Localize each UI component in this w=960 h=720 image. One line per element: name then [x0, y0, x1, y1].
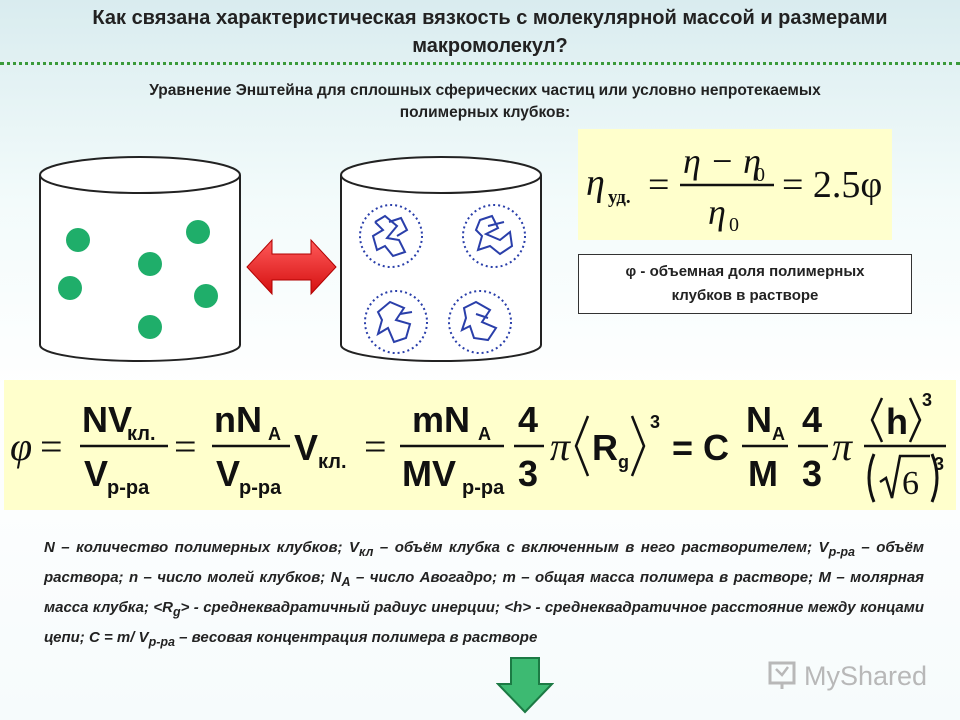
volume-fraction-formula: φ = NV кл. V р-ра = nN A V р-ра V кл. = … [10, 390, 946, 503]
solid-particle [194, 284, 218, 308]
cylinders-illustration [39, 156, 542, 362]
angle-bracket-right-1 [630, 415, 646, 477]
legend-text: N – количество полимерных клубков; V [44, 539, 359, 556]
paren-left [867, 453, 876, 503]
legend-text: – весовая концентрация полимера в раство… [174, 629, 538, 646]
mv-denominator: MV [402, 453, 456, 494]
einstein-subtitle: Уравнение Энштейна для сплошных сферичес… [60, 80, 910, 124]
a-subscript-3: A [772, 424, 785, 444]
g-subscript: g [618, 452, 629, 472]
nna-numerator: nN [214, 399, 262, 440]
down-arrow-icon[interactable] [496, 656, 554, 716]
solid-particle [66, 228, 90, 252]
c-term: = C [672, 427, 729, 468]
paren-right [930, 453, 939, 503]
legend-subscript: g [172, 605, 181, 619]
rra-subscript-1: р-ра [107, 477, 150, 499]
angle-bracket-right-2 [908, 397, 922, 443]
rra-subscript-3: р-ра [462, 477, 505, 499]
presentation-icon [768, 661, 796, 689]
formula-result: = 2.5φ [782, 164, 882, 206]
denominator: η [708, 192, 726, 232]
watermark-text: MyShared [804, 660, 928, 691]
title-line-1: Как связана характеристическая вязкость … [92, 7, 888, 29]
six-under-root: 6 [902, 465, 919, 502]
phi-note-line-2: клубков в растворе [671, 287, 819, 304]
rg-exponent: 3 [650, 412, 660, 432]
equals-3: = [364, 424, 387, 469]
phi-note-line-1: φ - объемная доля полимерных [625, 263, 865, 280]
angle-bracket-left-2 [870, 397, 884, 443]
title-line-2: макромолекул? [412, 35, 568, 57]
four-numerator-1: 4 [518, 399, 538, 440]
legend-text: – число Авогадро; m – общая масса полиме… [44, 569, 924, 616]
denominator-subscript: 0 [729, 214, 739, 236]
legend-subscript: кл [359, 545, 374, 559]
a-subscript-2: A [478, 424, 491, 444]
eta-subscript: уд. [608, 187, 631, 208]
sqrt-exponent: 3 [934, 454, 944, 474]
pi-symbol-2: π [832, 424, 853, 469]
pi-symbol-1: π [550, 424, 571, 469]
variable-legend: N – количество полимерных клубков; Vкл –… [44, 535, 924, 655]
solid-particle [138, 315, 162, 339]
angle-bracket-left-1 [574, 415, 590, 477]
solid-particle [58, 276, 82, 300]
watermark: MyShared [768, 656, 938, 696]
sqrt-sign [879, 454, 930, 499]
eta-symbol: η [586, 162, 605, 204]
volume-fraction-formula-box: φ = NV кл. V р-ра = nN A V р-ра V кл. = … [4, 380, 956, 510]
equals-1: = [40, 424, 63, 469]
legend-subscript: р-ра [828, 545, 855, 559]
nv-numerator: NV [82, 399, 132, 440]
rg-symbol: R [592, 427, 618, 468]
double-arrow-icon [246, 238, 337, 296]
einstein-formula: η уд. = η − η 0 η 0 = 2.5φ [586, 141, 882, 236]
legend-text: – объём клубка с включенным в него раств… [373, 539, 829, 556]
polymer-coil [462, 204, 526, 268]
four-numerator-2: 4 [802, 399, 822, 440]
kl-subscript-2: кл. [318, 451, 347, 473]
h-symbol: h [886, 401, 908, 442]
polymer-coil [364, 290, 428, 354]
subtitle-line-1: Уравнение Энштейна для сплошных сферичес… [149, 82, 821, 99]
equals-2: = [174, 424, 197, 469]
legend-text: – объём раствора; n – число молей клубко… [44, 539, 924, 586]
legend-subscript: р-ра [148, 635, 175, 649]
eta-zero-subscript: 0 [755, 164, 765, 186]
page-title: Как связана характеристическая вязкость … [40, 4, 940, 60]
v-denominator-1: V [84, 453, 108, 494]
mna-numerator: mN [412, 399, 470, 440]
legend-subscript: A [341, 575, 351, 589]
three-denominator-1: 3 [518, 453, 538, 494]
kl-subscript-1: кл. [127, 423, 156, 445]
v-kl-term: V [294, 427, 318, 468]
einstein-formula-box: η уд. = η − η 0 η 0 = 2.5φ [578, 129, 892, 240]
solid-particle [138, 252, 162, 276]
subtitle-line-2: полимерных клубков: [399, 104, 571, 121]
solid-particle [186, 220, 210, 244]
a-subscript-1: A [268, 424, 281, 444]
rra-subscript-2: р-ра [239, 477, 282, 499]
h-exponent: 3 [922, 390, 932, 410]
na-numerator: N [746, 399, 772, 440]
title-divider [0, 62, 960, 65]
m-denominator: M [748, 453, 778, 494]
v-denominator-2: V [216, 453, 240, 494]
legend-text: > - среднеквадратичный радиус инерции; <… [44, 599, 924, 646]
polymer-coil [359, 204, 423, 268]
numerator: η − η [683, 141, 761, 181]
phi-definition-box: φ - объемная доля полимерных клубков в р… [578, 254, 912, 314]
polymer-coil [448, 290, 512, 354]
equals-sign: = [648, 164, 669, 206]
phi-symbol: φ [10, 424, 32, 469]
three-denominator-2: 3 [802, 453, 822, 494]
